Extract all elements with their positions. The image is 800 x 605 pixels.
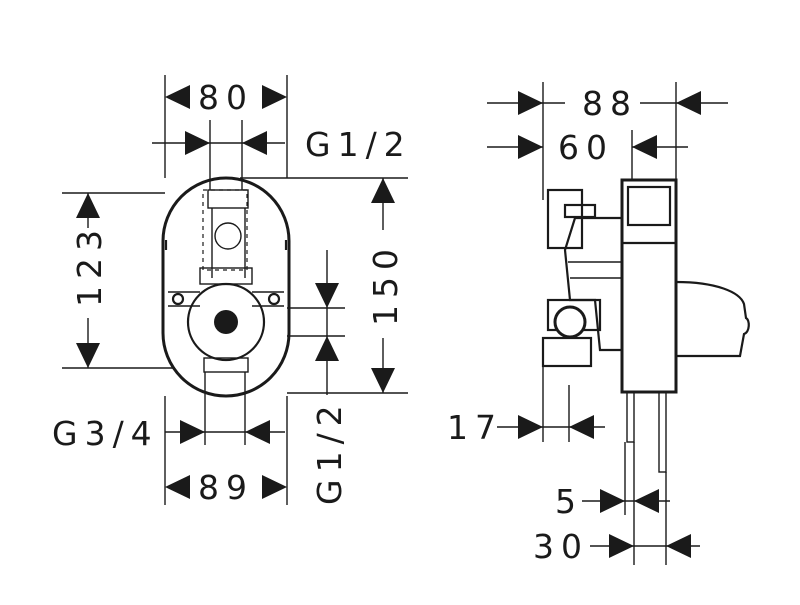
dim17-arrow-left xyxy=(518,415,543,439)
dimg12b-arrow-top xyxy=(315,283,339,308)
side-port-nut xyxy=(553,305,587,339)
dim80-arrow-right xyxy=(262,85,287,109)
side-top-window xyxy=(626,185,672,227)
dim-123-label: 123 xyxy=(70,223,109,307)
hidden-bracket xyxy=(202,189,248,271)
top-port-block xyxy=(207,189,249,209)
valve-body xyxy=(186,282,266,362)
housing xyxy=(563,216,624,352)
pipe-right xyxy=(658,391,667,473)
dim-5-label: 5 xyxy=(555,482,583,521)
pipe-left xyxy=(626,391,635,443)
dim-80-label: 80 xyxy=(198,78,254,117)
cartridge-nut xyxy=(563,203,597,219)
dim30-arrow-right xyxy=(666,534,691,558)
dim123-arrow-bottom xyxy=(76,343,100,368)
dimg12-arrow-left xyxy=(185,131,210,155)
dim-89-label: 89 xyxy=(198,468,254,507)
dim123-arrow-top xyxy=(76,193,100,218)
dim-30-label: 30 xyxy=(533,527,589,566)
dimg34-arrow-left xyxy=(180,420,205,444)
hidden-port xyxy=(214,222,242,250)
dim88-arrow-right xyxy=(676,91,701,115)
dim-88-label: 88 xyxy=(582,84,638,123)
dimg12-arrow-right xyxy=(242,131,267,155)
front-body-outline xyxy=(161,176,291,398)
dim-17-label: 17 xyxy=(447,408,503,447)
screw-right xyxy=(267,292,281,306)
valve-spindle xyxy=(214,310,238,334)
screw-left xyxy=(171,292,185,306)
dim-g12-right-label: G1/2 xyxy=(310,398,349,505)
bottom-port-block xyxy=(203,357,249,373)
dimg34-arrow-right xyxy=(245,420,270,444)
dim-60-label: 60 xyxy=(558,128,614,167)
dim30-arrow-left xyxy=(609,534,634,558)
dim5-arrow-right xyxy=(634,489,659,513)
dim60-arrow-right xyxy=(632,135,657,159)
dim5-arrow-left xyxy=(600,489,625,513)
dim-g12-top-label: G1/2 xyxy=(305,125,412,164)
dim-150-label: 150 xyxy=(366,242,405,326)
dim17-arrow-right xyxy=(569,415,594,439)
dim89-arrow-left xyxy=(165,475,190,499)
bottom-port xyxy=(541,336,593,368)
dim80-arrow-left xyxy=(165,85,190,109)
front-view: 80 G1/2 123 150 G1/2 G3/4 89 xyxy=(52,75,412,507)
dim150-arrow-bottom xyxy=(371,368,395,393)
dim-g34-label: G3/4 xyxy=(52,414,159,453)
dim150-arrow-top xyxy=(371,178,395,203)
dim60-arrow-left xyxy=(518,135,543,159)
side-body xyxy=(620,178,678,394)
dim88-arrow-left xyxy=(518,91,543,115)
dim89-arrow-right xyxy=(262,475,287,499)
dimg12b-arrow-bottom xyxy=(315,336,339,361)
side-view: 88 60 17 5 30 xyxy=(447,82,750,566)
rear-cap xyxy=(675,280,750,358)
